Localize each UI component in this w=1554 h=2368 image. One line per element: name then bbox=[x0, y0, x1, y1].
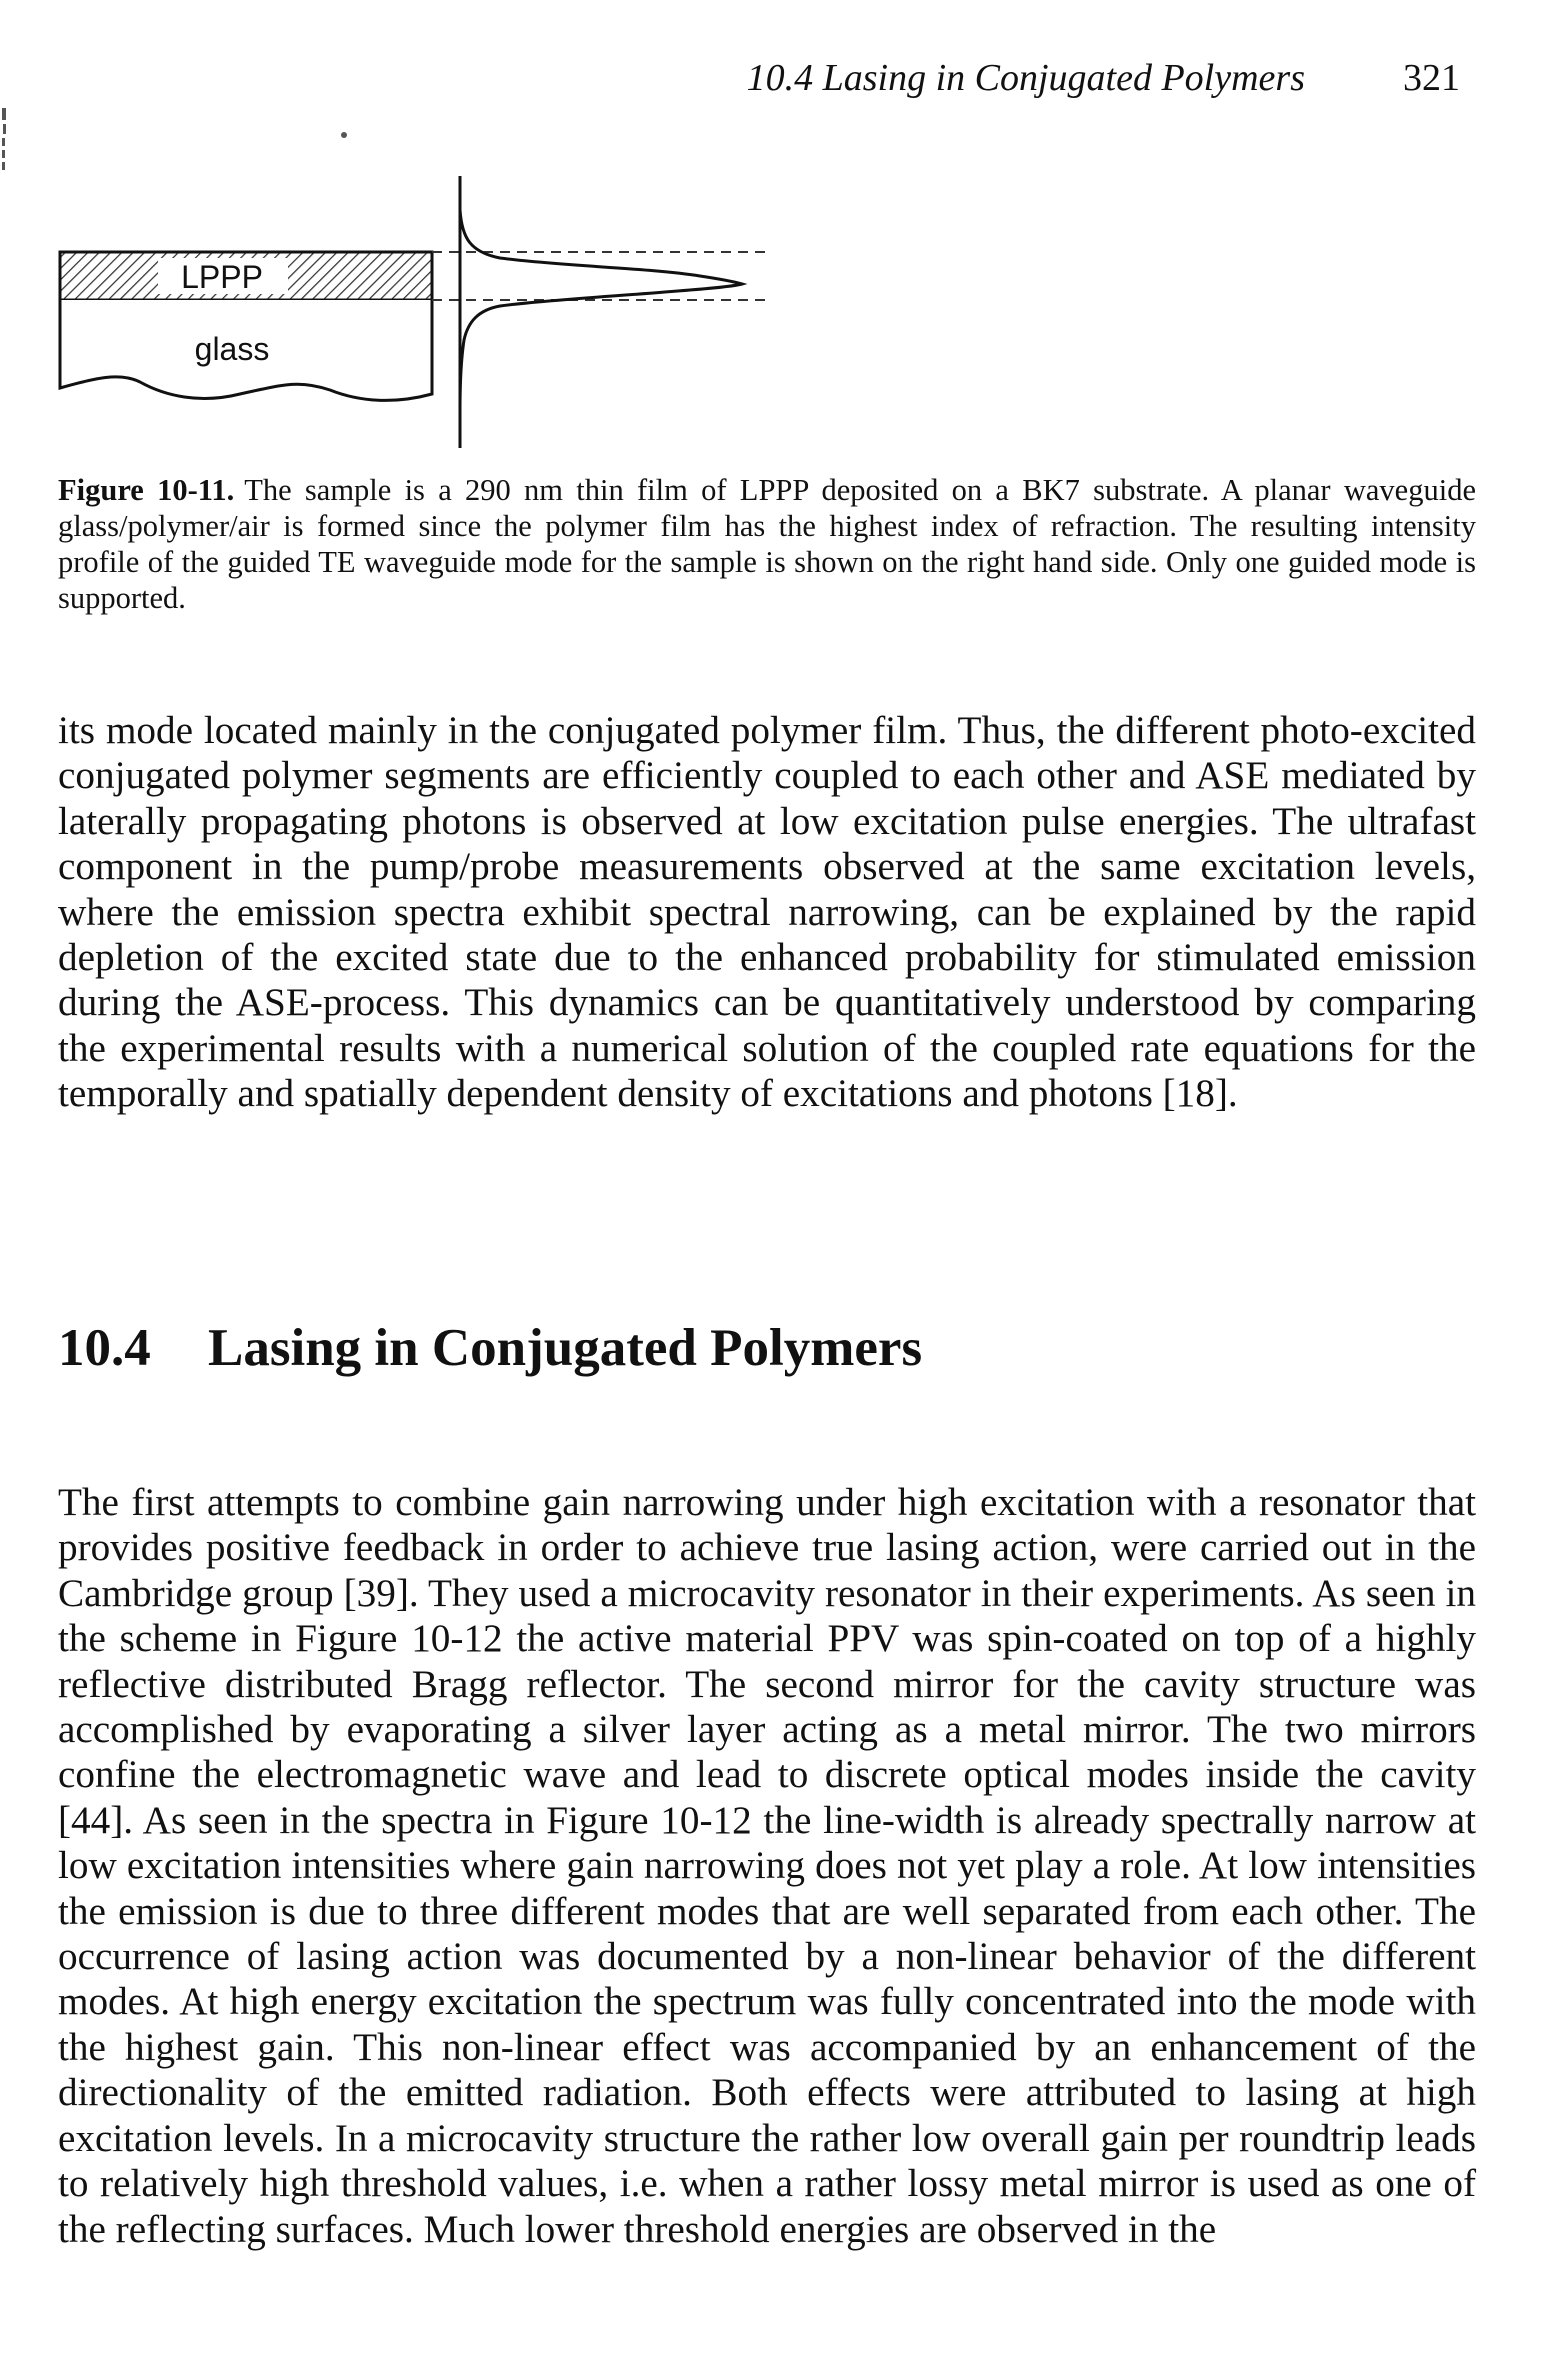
figure-caption: Figure 10-11.The sample is a 290 nm thin… bbox=[58, 472, 1476, 616]
waveguide-diagram: LPPP glass bbox=[2, 108, 770, 448]
glass-label: glass bbox=[195, 331, 270, 367]
figure-10-11: LPPP glass Figure 10-11.The sample is a … bbox=[0, 0, 1554, 615]
running-head: 10.4 Lasing in Conjugated Polymers 321 bbox=[720, 56, 1460, 106]
section-title: Lasing in Conjugated Polymers bbox=[208, 1319, 923, 1377]
running-head-title: 10.4 Lasing in Conjugated Polymers bbox=[746, 57, 1305, 99]
body-paragraph-1: its mode located mainly in the conjugate… bbox=[58, 709, 1476, 1116]
scan-artifacts bbox=[2, 108, 347, 170]
caption-text: The sample is a 290 nm thin film of LPPP… bbox=[58, 473, 1476, 615]
lppp-label-backdrop bbox=[158, 258, 288, 294]
intensity-profile bbox=[458, 209, 748, 411]
lppp-label: LPPP bbox=[181, 259, 263, 295]
section-heading: 10.4 Lasing in Conjugated Polymers bbox=[58, 1318, 1476, 1378]
section-number: 10.4 bbox=[58, 1319, 151, 1377]
glass-substrate bbox=[58, 300, 434, 402]
caption-label: Figure 10-11. bbox=[58, 473, 235, 507]
page-number: 321 bbox=[1403, 57, 1460, 99]
body-paragraph-2: The first attempts to combine gain narro… bbox=[58, 1481, 1476, 2251]
